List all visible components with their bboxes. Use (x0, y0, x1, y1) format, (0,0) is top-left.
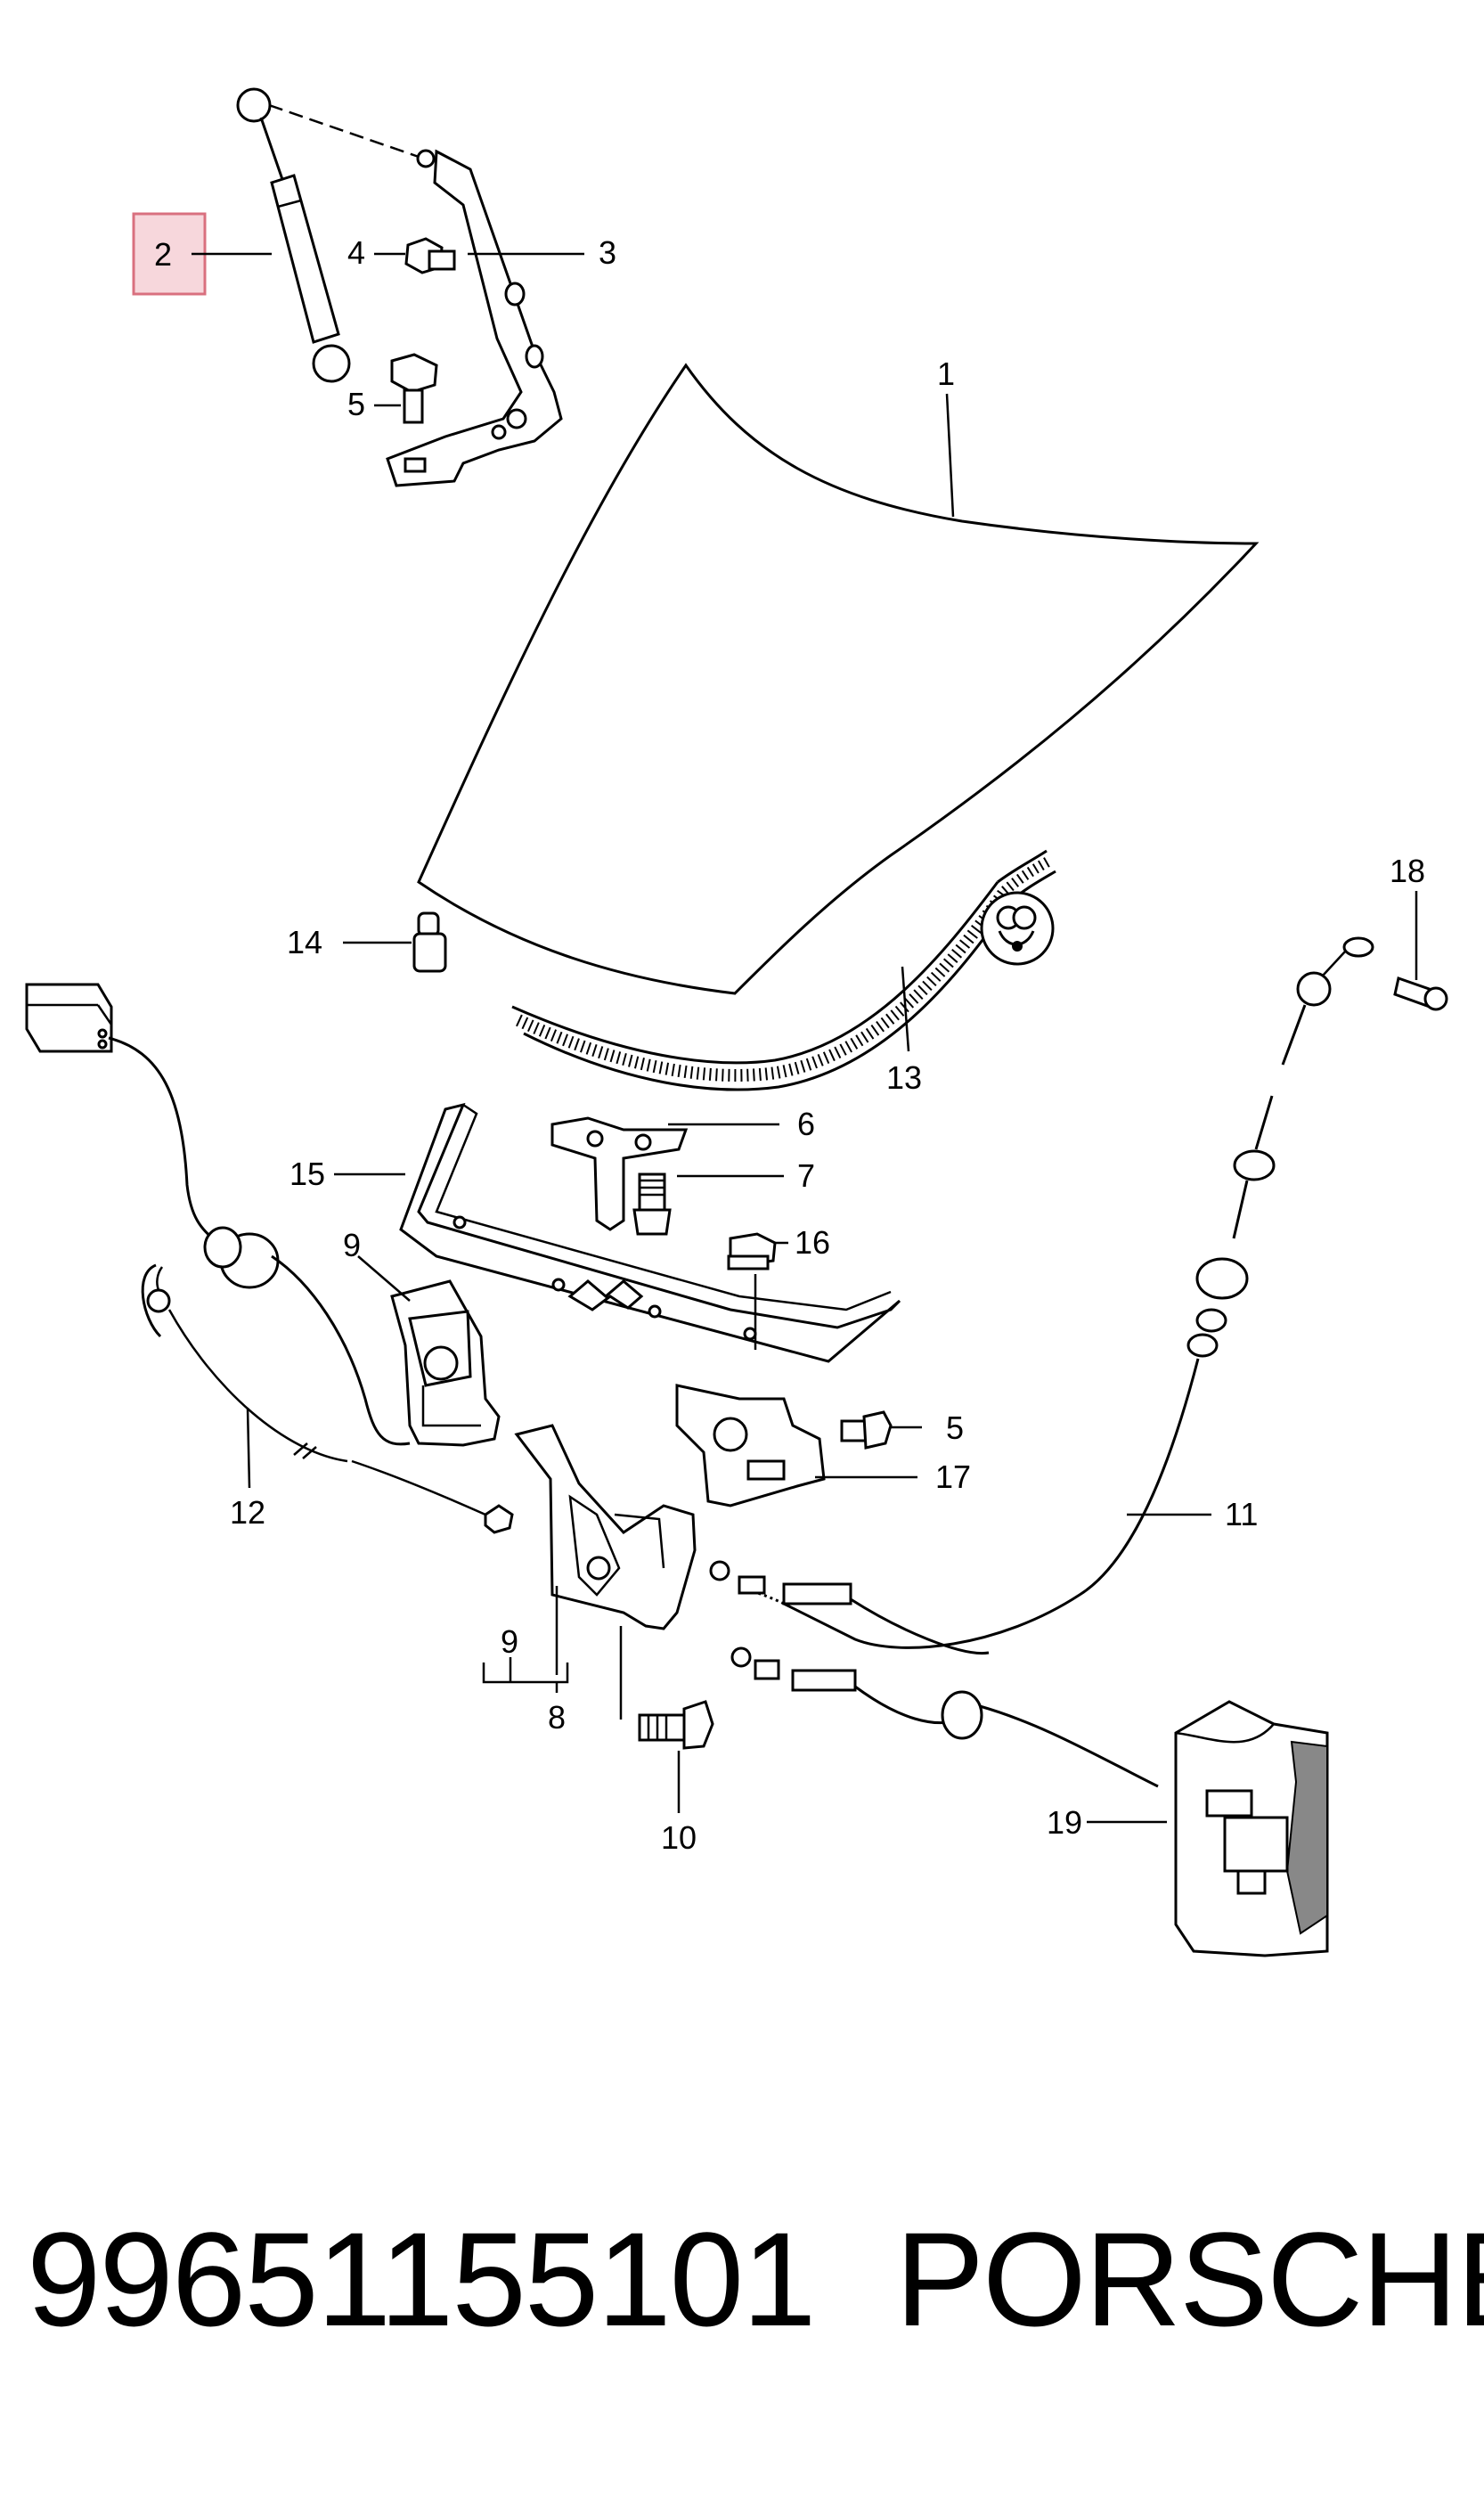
rubber-buffer-14-part (412, 911, 447, 973)
callout-1[interactable]: 1 (937, 355, 955, 392)
callout-6[interactable]: 6 (797, 1106, 815, 1142)
hood-seal-part (511, 849, 1056, 1091)
lock-carrier-15-part (399, 1102, 901, 1363)
callout-12[interactable]: 12 (230, 1494, 265, 1531)
bolt-5-lower-part (840, 1410, 893, 1450)
callout-16[interactable]: 16 (795, 1224, 830, 1261)
bracket-6-part (550, 1116, 689, 1231)
bolt-4-part (404, 237, 456, 274)
callout-14[interactable]: 14 (287, 924, 322, 960)
callout-9-lower[interactable]: 9 (501, 1623, 518, 1660)
callout-8[interactable]: 8 (548, 1699, 566, 1736)
callout-9-upper[interactable]: 9 (343, 1227, 361, 1263)
callout-5-upper[interactable]: 5 (347, 386, 365, 422)
release-handle-19-part (1174, 1700, 1329, 1957)
callout-3[interactable]: 3 (599, 234, 616, 271)
callout-5-lower[interactable]: 5 (946, 1409, 964, 1446)
callout-7[interactable]: 7 (797, 1157, 815, 1194)
callout-10[interactable]: 10 (661, 1819, 697, 1856)
callout-18[interactable]: 18 (1390, 853, 1425, 889)
hood-part (417, 363, 1260, 995)
release-cable-11-part (738, 1095, 1276, 1649)
brand-caption: PORSCHE (895, 2204, 1484, 2354)
switch-connector-part (25, 983, 411, 1446)
cable-eye-18-part (1281, 936, 1448, 1066)
hood-latch-8-part (514, 1424, 697, 1630)
callout-2[interactable]: 2 (154, 236, 172, 273)
bracket-17-part (675, 1384, 826, 1507)
callout-19[interactable]: 19 (1047, 1804, 1082, 1841)
bolt-5-upper-part (390, 353, 438, 424)
sealing-compound-icon (980, 891, 1055, 966)
callout-4[interactable]: 4 (347, 234, 365, 271)
hood-hinge-part (386, 149, 563, 487)
gas-strut-part (236, 87, 420, 383)
callout-17[interactable]: 17 (935, 1458, 971, 1495)
release-cable-19-part (709, 1560, 1159, 1788)
screw-7-part (632, 1172, 672, 1236)
bolt-10-part (638, 1700, 714, 1750)
callout-13[interactable]: 13 (886, 1059, 922, 1096)
callout-11[interactable]: 11 (1225, 1496, 1258, 1532)
callout-15[interactable]: 15 (289, 1156, 325, 1192)
screw-12-part (146, 1266, 514, 1534)
leader-lines (192, 252, 1418, 1824)
part-number-caption: 99651155101 (27, 2204, 815, 2354)
clip-16-part (727, 1232, 777, 1350)
lock-part-9-upper (390, 1279, 501, 1447)
